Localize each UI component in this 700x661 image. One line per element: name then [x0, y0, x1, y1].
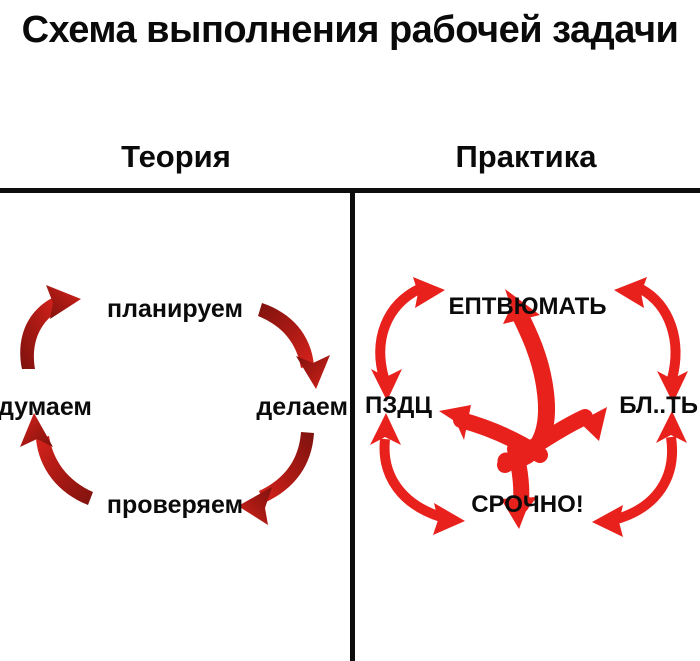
column-header-practice: Практика — [455, 139, 597, 174]
practice-arrow-chaos-down — [501, 441, 537, 529]
theory-cycle-arrows — [20, 285, 330, 525]
practice-step-left: ПЗДЦ — [365, 392, 432, 419]
theory-arrow-check-to-think — [20, 413, 93, 505]
theory-step-check: проверяем — [106, 491, 244, 519]
vertical-divider — [350, 188, 355, 661]
theory-panel: планируем делаем проверяем думаем — [0, 193, 350, 661]
column-header-theory: Теория — [121, 139, 231, 174]
theory-step-do: делаем — [256, 393, 348, 421]
theory-arrow-think-to-plan — [20, 285, 81, 369]
theory-arrow-do-to-check — [238, 432, 314, 525]
practice-step-bottom: СРОЧНО! — [471, 491, 584, 518]
practice-step-top: ЕПТВЮМАТЬ — [448, 293, 607, 320]
practice-cycle-arrows — [370, 277, 688, 537]
theory-step-think: думаем — [0, 393, 92, 421]
practice-arrow-lower-right — [592, 411, 687, 537]
theory-step-plan: планируем — [107, 295, 243, 323]
theory-arrow-plan-to-do — [258, 303, 330, 389]
practice-step-right: БЛ..ТЬ — [619, 392, 698, 419]
practice-arrow-lower-left — [370, 413, 465, 535]
practice-arrow-upper-right — [614, 277, 688, 403]
practice-arrow-upper-left — [371, 277, 445, 401]
page-title: Схема выполнения рабочей задачи — [21, 9, 679, 51]
practice-panel: ЕПТВЮМАТЬ БЛ..ТЬ СРОЧНО! ПЗДЦ — [355, 193, 700, 661]
